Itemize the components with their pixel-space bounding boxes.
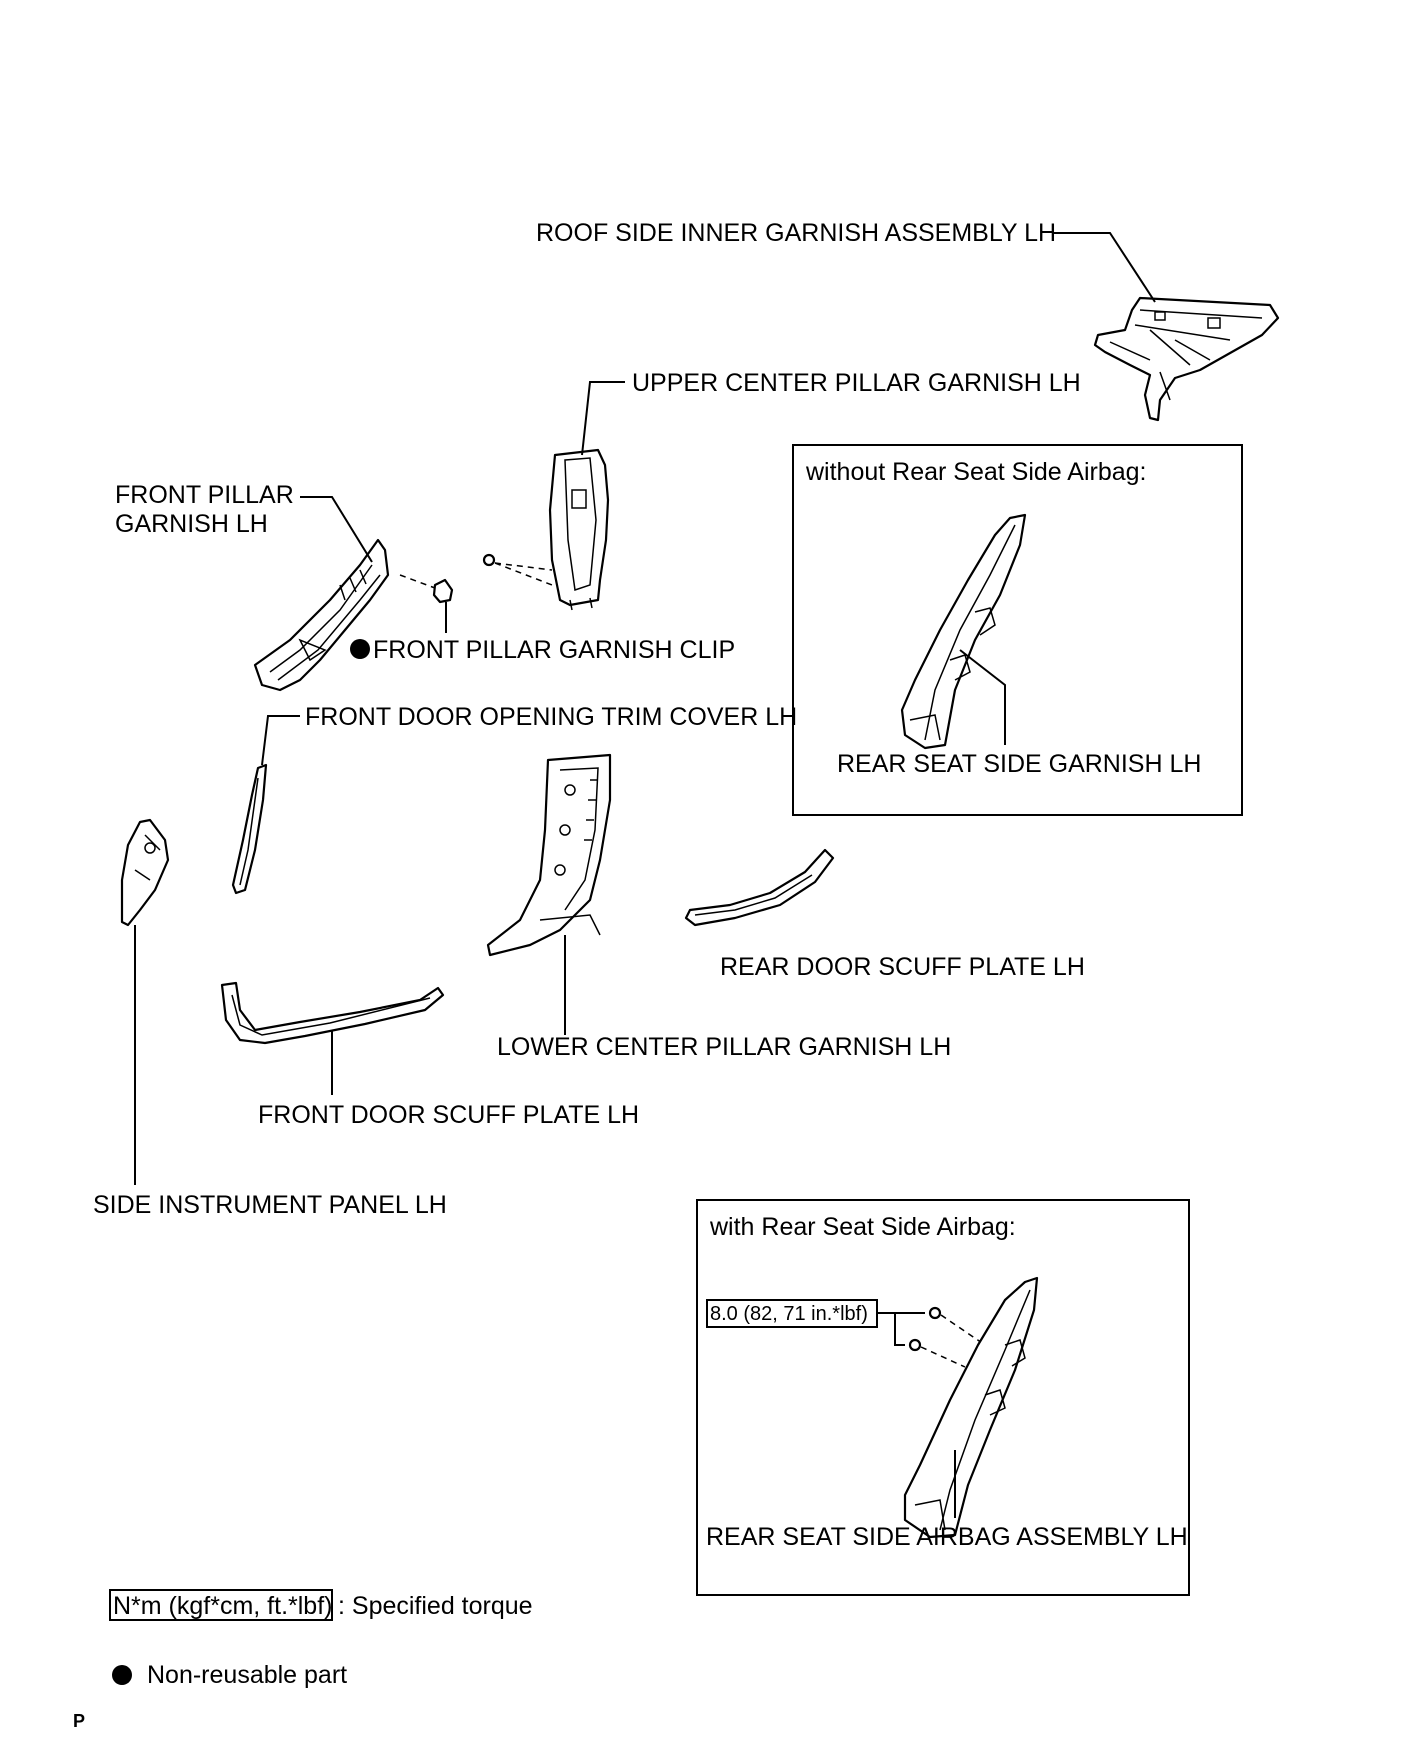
upper-center-pillar-garnish-part: [548, 448, 610, 611]
rear-door-scuff-plate-part: [684, 848, 835, 927]
side-instrument-panel-part: [120, 818, 170, 927]
lower-center-pillar-garnish-label: LOWER CENTER PILLAR GARNISH LH: [497, 1033, 951, 1061]
non-reusable-mark-icon: [350, 639, 370, 659]
rear-seat-side-airbag-assembly-label: REAR SEAT SIDE AIRBAG ASSEMBLY LH: [706, 1523, 1188, 1551]
front-pillar-garnish-label-1: FRONT PILLAR: [115, 481, 294, 509]
rear-door-scuff-plate-label: REAR DOOR SCUFF PLATE LH: [720, 953, 1085, 981]
legend-non-reusable-icon: [112, 1665, 132, 1685]
without-airbag-box: [792, 444, 1243, 816]
rear-seat-side-garnish-label: REAR SEAT SIDE GARNISH LH: [837, 750, 1201, 778]
trim-cover-leader: [261, 715, 300, 766]
rear-seat-side-airbag-assembly-part: [903, 1276, 1039, 1539]
torque-spec-value: 8.0 (82, 71 in.*lbf): [710, 1303, 868, 1325]
upper-center-pillar-garnish-label: UPPER CENTER PILLAR GARNISH LH: [632, 369, 1081, 397]
lower-center-pillar-garnish-part: [486, 753, 612, 957]
rear-seat-side-garnish-part: [900, 513, 1027, 750]
torque-bracket: [877, 1312, 925, 1346]
roof-garnish-leader: [1053, 232, 1156, 303]
front-pillar-garnish-part: [253, 538, 390, 692]
roof-side-inner-garnish-label: ROOF SIDE INNER GARNISH ASSEMBLY LH: [536, 219, 1056, 247]
legend-non-reusable-desc: Non-reusable part: [147, 1661, 347, 1689]
airbag-bolt-lower-icon: [908, 1338, 922, 1352]
front-pillar-garnish-clip-label: FRONT PILLAR GARNISH CLIP: [373, 636, 735, 664]
front-pillar-garnish-label-2: GARNISH LH: [115, 510, 268, 538]
side-instrument-panel-label: SIDE INSTRUMENT PANEL LH: [93, 1191, 447, 1219]
front-door-scuff-plate-label: FRONT DOOR SCUFF PLATE LH: [258, 1101, 639, 1129]
legend-torque-desc: : Specified torque: [338, 1592, 533, 1620]
rear-seat-side-garnish-leader: [959, 649, 1006, 745]
with-airbag-box: [696, 1199, 1190, 1596]
front-door-scuff-plate-part: [220, 981, 445, 1045]
airbag-bolt-upper-icon: [928, 1306, 942, 1320]
legend-torque-units: N*m (kgf*cm, ft.*lbf): [113, 1592, 332, 1620]
front-pillar-garnish-clip-part: [432, 578, 454, 604]
front-door-opening-trim-cover-label: FRONT DOOR OPENING TRIM COVER LH: [305, 703, 797, 731]
upper-garnish-clip-dashline: [494, 562, 553, 586]
front-pillar-garnish-leader: [300, 496, 373, 563]
with-airbag-title: with Rear Seat Side Airbag:: [709, 1213, 1016, 1241]
airbag-bolt-dashlines: [920, 1314, 986, 1368]
without-airbag-title: without Rear Seat Side Airbag:: [805, 458, 1146, 486]
roof-side-inner-garnish-part: [1093, 296, 1280, 422]
upper-center-pillar-leader: [581, 381, 625, 456]
upper-garnish-clip-icon: [482, 553, 496, 567]
page-marker: P: [73, 1711, 85, 1731]
legend-torque-box: [109, 1589, 333, 1621]
front-door-opening-trim-cover-part: [231, 763, 268, 895]
clip-dashline: [399, 574, 436, 589]
